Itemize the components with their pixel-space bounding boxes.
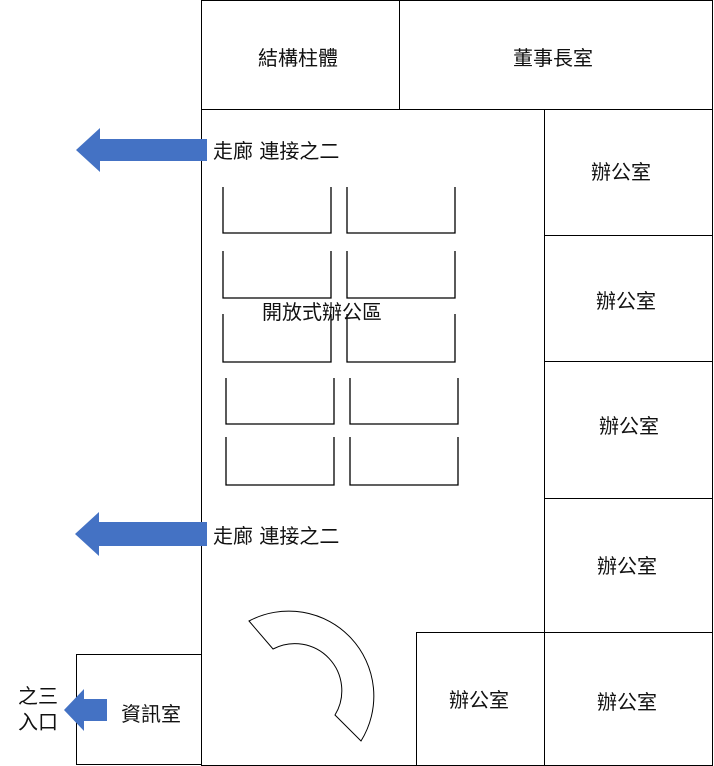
label-open-office: 開放式辦公區: [262, 300, 382, 324]
label-office: 辦公室: [599, 414, 659, 438]
room-office-6: [544, 632, 713, 766]
arrow-left-icon: [64, 689, 107, 731]
label-office: 辦公室: [597, 554, 657, 578]
desk: [346, 314, 456, 363]
divider: [201, 109, 713, 110]
desk: [346, 187, 456, 234]
entrance-line-2: 入口: [18, 710, 58, 734]
label-office: 辦公室: [596, 289, 656, 313]
desks: [222, 187, 459, 486]
desk: [222, 187, 332, 234]
room-office-5: [416, 632, 545, 766]
desk: [222, 314, 332, 363]
label-office: 辦公室: [449, 688, 509, 712]
desk: [222, 251, 332, 299]
curved-partition: [248, 610, 375, 742]
desk: [346, 251, 456, 299]
desk: [225, 378, 335, 425]
room-structure: [201, 0, 400, 110]
label-info-room: 資訊室: [121, 702, 181, 726]
desk: [349, 437, 459, 486]
label-office: 辦公室: [591, 160, 651, 184]
label-structure: 結構柱體: [258, 46, 338, 70]
label-corridor: 走廊 連接之二: [213, 524, 340, 548]
label-chairman: 董事長室: [513, 46, 593, 70]
label-office: 辦公室: [597, 690, 657, 714]
desk: [349, 378, 459, 425]
arrow-left-icon: [76, 128, 207, 172]
label-entrance: 之三入口: [18, 683, 58, 735]
arrow-left-icon: [75, 512, 207, 556]
entrance-line-1: 之三: [18, 684, 58, 708]
desk: [225, 437, 335, 486]
label-corridor: 走廊 連接之二: [213, 139, 340, 163]
